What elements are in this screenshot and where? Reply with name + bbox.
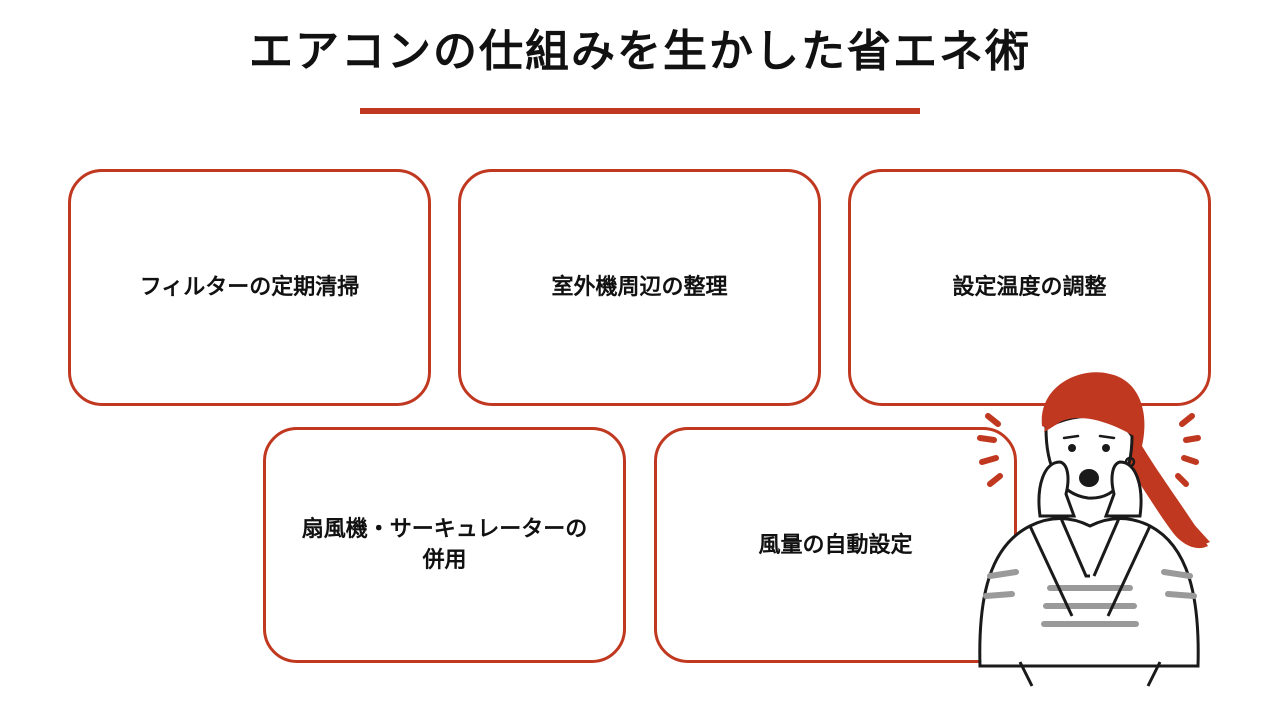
tip-card-filter-cleaning: フィルターの定期清掃: [68, 169, 431, 406]
tip-card-label: 室外機周辺の整理: [551, 275, 728, 300]
tip-card-label: 風量の自動設定: [758, 532, 913, 558]
tip-card-label: 扇風機・サーキュレーターの 併用: [301, 517, 588, 573]
tip-card-fan-circulator: 扇風機・サーキュレーターの 併用: [263, 427, 626, 663]
tip-card-auto-airflow: 風量の自動設定: [654, 427, 1017, 663]
title-underline: [360, 108, 920, 114]
tip-card-temperature: 設定温度の調整: [848, 169, 1211, 406]
tip-card-label: 設定温度の調整: [952, 275, 1107, 300]
page-title: エアコンの仕組みを生かした省エネ術: [249, 26, 1031, 77]
surprised-woman-icon: [977, 372, 1210, 687]
tip-card-outdoor-unit: 室外機周辺の整理: [458, 169, 821, 406]
tip-card-label: フィルターの定期清掃: [139, 275, 360, 300]
